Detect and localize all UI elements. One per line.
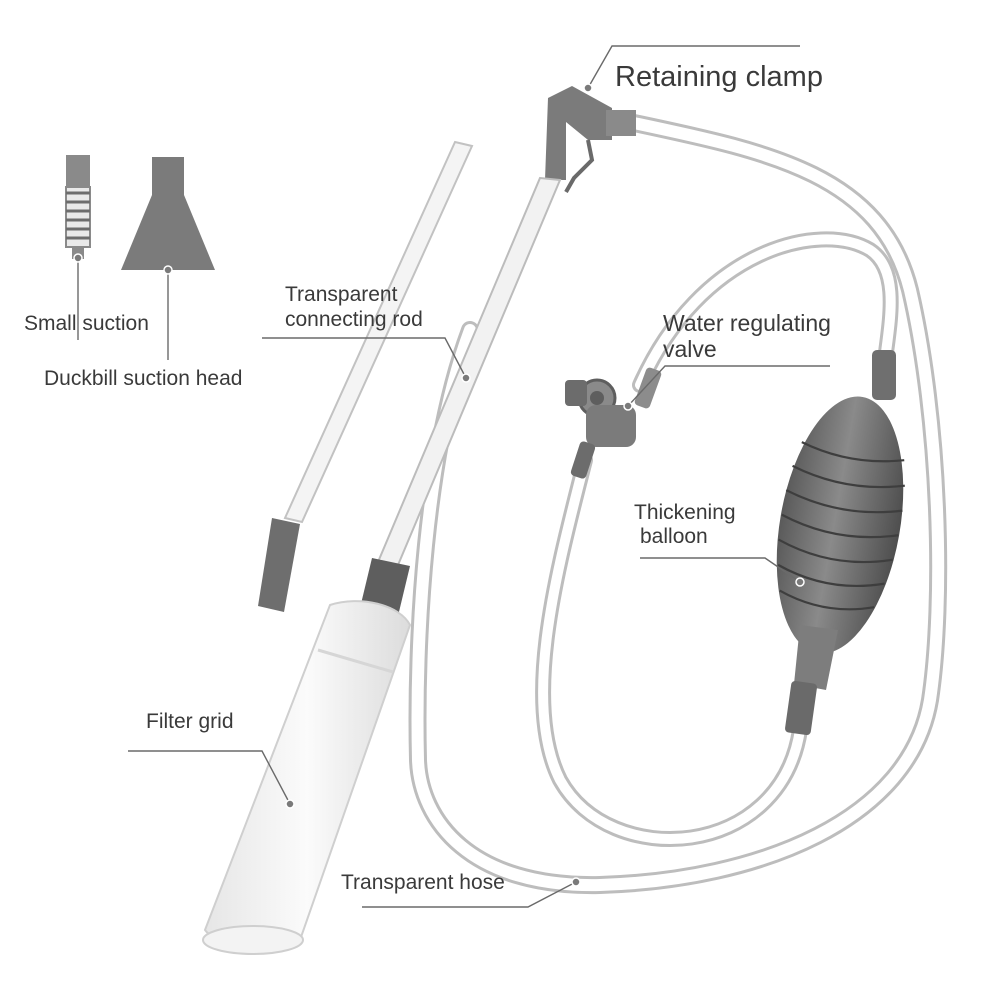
leader-hose: [362, 877, 581, 908]
leader-small-suction: [73, 253, 83, 340]
leader-filter-grid: [128, 750, 295, 809]
label-filter-grid: Filter grid: [146, 710, 234, 733]
leader-connecting-rod: [262, 337, 471, 383]
label-connecting-rod-line2: connecting rod: [285, 308, 423, 331]
inner-hose: [535, 231, 899, 848]
label-valve-line1: Water regulating: [663, 310, 831, 336]
leader-valve: [623, 365, 830, 411]
leader-duckbill: [163, 265, 173, 360]
label-duckbill-suction-head: Duckbill suction head: [44, 367, 242, 390]
label-connecting-rod-line1: Transparent: [285, 283, 398, 306]
transparent-hose: [408, 111, 948, 895]
transparent-connecting-rod: [258, 140, 562, 612]
duckbill-suction-head: [121, 157, 215, 270]
leader-retaining-clamp: [583, 45, 800, 93]
small-suction: [65, 155, 91, 259]
water-regulating-valve: [565, 367, 662, 479]
label-small-suction: Small suction: [24, 312, 149, 335]
leader-balloon: [640, 557, 805, 587]
label-valve-line2: valve: [663, 336, 717, 362]
label-retaining-clamp: Retaining clamp: [615, 61, 823, 93]
thickening-balloon: [776, 350, 905, 736]
label-balloon-line2: balloon: [640, 525, 708, 548]
label-transparent-hose: Transparent hose: [341, 871, 505, 894]
retaining-clamp: [545, 86, 636, 193]
filter-cylinder: [202, 558, 412, 955]
label-balloon-line1: Thickening: [634, 501, 736, 524]
